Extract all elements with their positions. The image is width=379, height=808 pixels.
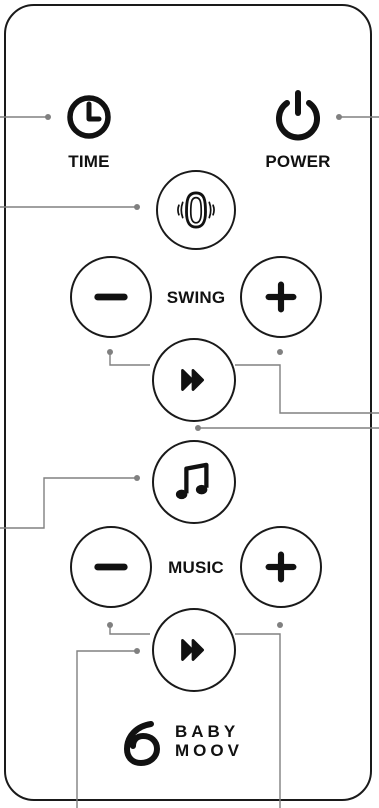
- music-label: MUSIC: [168, 558, 224, 577]
- swing-mode-button[interactable]: [156, 170, 236, 250]
- baby-moov-logo-icon: [119, 718, 165, 767]
- swing-next-button[interactable]: [152, 338, 236, 422]
- fast-forward-icon: [181, 369, 204, 391]
- clock-icon[interactable]: [64, 92, 114, 142]
- plus-icon: [265, 281, 297, 313]
- swing-label: SWING: [166, 288, 226, 307]
- music-button[interactable]: [152, 440, 236, 524]
- brand-line-2: MOOV: [175, 741, 243, 760]
- swing-plus-button[interactable]: [240, 256, 322, 338]
- music-plus-button[interactable]: [240, 526, 322, 608]
- cradle-swing-icon: [177, 191, 215, 229]
- brand-line-1: BABY: [175, 722, 240, 741]
- minus-icon: [94, 563, 128, 571]
- power-label: POWER: [265, 152, 331, 171]
- music-note-icon: [175, 462, 209, 500]
- minus-icon: [94, 293, 128, 301]
- power-icon[interactable]: [272, 88, 324, 142]
- brand-wordmark: BABY MOOV: [175, 722, 243, 760]
- time-label: TIME: [68, 152, 110, 171]
- fast-forward-icon: [181, 639, 204, 661]
- plus-icon: [265, 551, 297, 583]
- swing-minus-button[interactable]: [70, 256, 152, 338]
- music-minus-button[interactable]: [70, 526, 152, 608]
- music-next-button[interactable]: [152, 608, 236, 692]
